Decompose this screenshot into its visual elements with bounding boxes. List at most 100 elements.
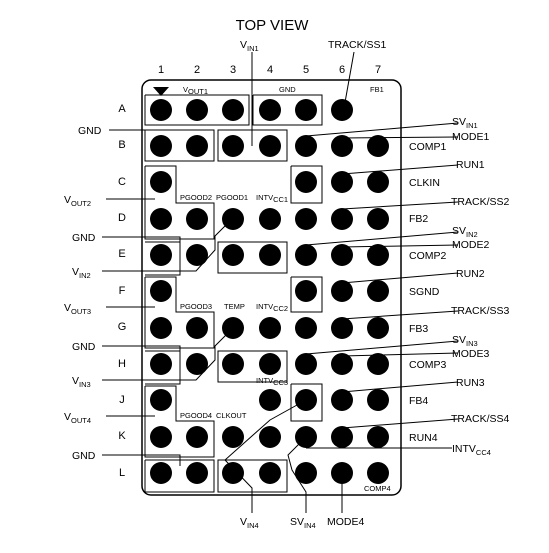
pad-a5 <box>295 99 317 121</box>
label-comp3: COMP3 <box>409 359 447 371</box>
label-temp: TEMP <box>224 302 245 311</box>
pad-h7 <box>367 353 389 375</box>
pad-k6 <box>331 426 353 448</box>
gnd2-group-outline <box>145 241 181 276</box>
pad-e7 <box>367 244 389 266</box>
leader-mode1 <box>341 136 459 139</box>
row-header: C <box>118 176 126 188</box>
label-comp4: COMP4 <box>364 484 391 493</box>
vout3-group-outline <box>144 276 215 349</box>
pad-h6 <box>331 353 353 375</box>
diagram-title: TOP VIEW <box>236 17 310 34</box>
leader-gnd2 <box>102 236 181 248</box>
label-clkout: CLKOUT <box>216 411 247 420</box>
leader-lines <box>102 51 459 513</box>
pad-l3 <box>222 462 244 484</box>
column-header: 1 <box>158 64 164 76</box>
label-intvcc2: INTVCC2 <box>256 302 288 313</box>
pad-g1 <box>150 317 172 339</box>
pad-a3 <box>222 99 244 121</box>
label-track-ss3: TRACK/SS3 <box>451 305 510 317</box>
row-header: J <box>119 394 125 406</box>
pad-b3 <box>222 135 244 157</box>
pad-e5 <box>295 244 317 266</box>
label-vout2: VOUT2 <box>64 194 91 208</box>
row-header: G <box>118 321 127 333</box>
pad-k4 <box>259 426 281 448</box>
label-comp2: COMP2 <box>409 250 447 262</box>
pad-j7 <box>367 389 389 411</box>
pad-j6 <box>331 389 353 411</box>
label-vin4: VIN4 <box>240 516 259 530</box>
leader-track-ss3 <box>341 310 459 320</box>
pad-d3 <box>222 208 244 230</box>
pad-b4 <box>259 135 281 157</box>
pad-d1 <box>150 208 172 230</box>
label-pgood3: PGOOD3 <box>180 302 212 311</box>
pad-j4 <box>259 389 281 411</box>
row-header: F <box>119 285 126 297</box>
pad-d5 <box>295 208 317 230</box>
inside-labels: VOUT1 GND FB1 PGOOD2 PGOOD1 INTVCC1 PGOO… <box>180 85 391 493</box>
pad-e4 <box>259 244 281 266</box>
leader-vin4 <box>224 399 307 513</box>
leader-svin2 <box>305 231 459 246</box>
leader-run3 <box>341 381 459 393</box>
row-header: H <box>118 358 126 370</box>
label-mode4: MODE4 <box>327 516 365 528</box>
label-track-ss1: TRACK/SS1 <box>328 39 387 51</box>
label-run2: RUN2 <box>456 268 485 280</box>
label-vin2: VIN2 <box>72 266 91 280</box>
pad-l1 <box>150 462 172 484</box>
pad-g4 <box>259 317 281 339</box>
leader-track-ss1 <box>343 51 355 109</box>
label-pgood2: PGOOD2 <box>180 193 212 202</box>
label-mode3: MODE3 <box>452 348 490 360</box>
vout2-group-outline <box>144 165 215 240</box>
leader-mode3 <box>341 352 459 357</box>
label-fb1: FB1 <box>370 85 384 94</box>
column-header: 6 <box>339 64 345 76</box>
label-fb2: FB2 <box>409 213 428 225</box>
pad-a4 <box>259 99 281 121</box>
leader-svin4 <box>287 436 307 513</box>
pad-e6 <box>331 244 353 266</box>
pad-c6 <box>331 171 353 193</box>
label-vout4: VOUT4 <box>64 411 91 425</box>
column-header: 2 <box>194 64 200 76</box>
label-intvcc3: INTVCC3 <box>256 376 288 387</box>
pad-h3 <box>222 353 244 375</box>
pad-e2 <box>186 244 208 266</box>
label-fb3: FB3 <box>409 323 428 335</box>
label-track-ss2: TRACK/SS2 <box>451 196 510 208</box>
label-svin3: SVIN3 <box>452 334 478 348</box>
label-vout3: VOUT3 <box>64 302 91 316</box>
pad-h1 <box>150 353 172 375</box>
label-clkin: CLKIN <box>409 177 440 189</box>
label-gnd-a: GND <box>279 85 296 94</box>
column-headers: 1 2 3 4 5 6 7 <box>158 64 381 76</box>
column-header: 3 <box>230 64 236 76</box>
pad-l4 <box>259 462 281 484</box>
label-svin1: SVIN1 <box>452 116 478 130</box>
pad-b6 <box>331 135 353 157</box>
gnd3-group-outline <box>145 350 181 385</box>
pad-f5 <box>295 280 317 302</box>
pad-e1 <box>150 244 172 266</box>
pad-b2 <box>186 135 208 157</box>
label-gnd3: GND <box>72 341 96 353</box>
vin2-group-outline <box>217 241 288 274</box>
label-mode1: MODE1 <box>452 131 490 143</box>
gnd-a-group-outline <box>252 94 323 126</box>
label-svin2: SVIN2 <box>452 225 478 239</box>
label-track-ss4: TRACK/SS4 <box>451 413 510 425</box>
label-sgnd: SGND <box>409 286 440 298</box>
left-labels: GND VOUT2 GND VIN2 VOUT3 GND VIN3 VOUT4 … <box>64 125 102 462</box>
leader-vin2 <box>102 217 234 272</box>
label-vin1: VIN1 <box>240 39 259 53</box>
leader-track-ss2 <box>341 201 459 210</box>
leader-mode2 <box>341 244 459 248</box>
pad-k7 <box>367 426 389 448</box>
intvcc1-group-outline <box>290 165 323 204</box>
label-run3: RUN3 <box>456 377 485 389</box>
